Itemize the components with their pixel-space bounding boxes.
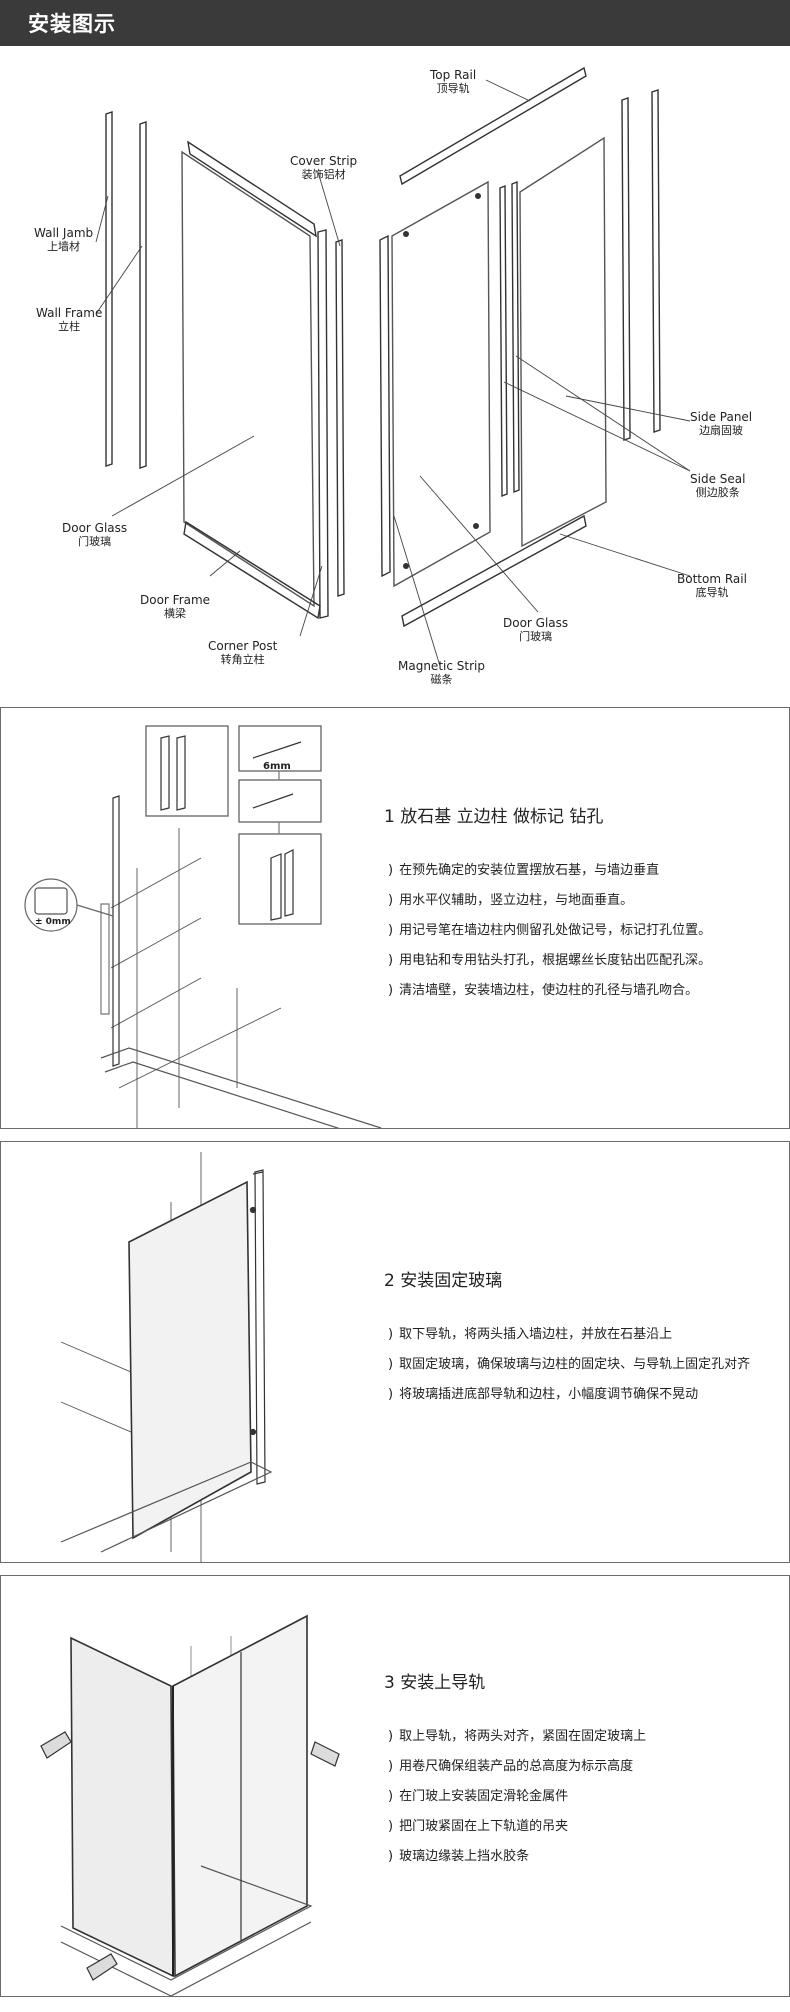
list-item: 用卷尺确保组装产品的总高度为标示高度 [388,1752,646,1782]
step-1-panel: 6mm ± 0mm 1 放石基 立边柱 做标记 钻孔 在预先确定的安装位置摆放石… [0,707,790,1129]
list-item: 把门玻紧固在上下轨道的吊夹 [388,1812,646,1842]
step-1-illustration [24,725,382,1128]
list-item: 将玻璃插进底部导轨和边柱，小幅度调节确保不晃动 [388,1380,750,1410]
step-3-title: 3 安装上导轨 [384,1673,486,1693]
list-item: 在预先确定的安装位置摆放石基，与墙边垂直 [388,856,711,886]
list-item: 清洁墙壁，安装墙边柱，使边柱的孔径与墙孔吻合。 [388,976,711,1006]
step-2-panel: 2 安装固定玻璃 取下导轨，将两头插入墙边柱，并放在石基沿上 取固定玻璃，确保玻… [0,1141,790,1563]
level-reading-callout: ± 0mm [35,917,71,927]
step-2-title: 2 安装固定玻璃 [384,1271,503,1291]
list-item: 用记号笔在墙边柱内侧留孔处做记号，标记打孔位置。 [388,916,711,946]
step-3-list: 取上导轨，将两头对齐，紧固在固定玻璃上 用卷尺确保组装产品的总高度为标示高度 在… [388,1722,646,1872]
exploded-diagram-drawing [95,66,691,667]
section-header: 安装图示 [0,0,790,46]
list-item: 取下导轨，将两头插入墙边柱，并放在石基沿上 [388,1320,750,1350]
step-3-illustration [40,1614,340,1996]
step-2-illustration [60,1152,273,1562]
step-2-list: 取下导轨，将两头插入墙边柱，并放在石基沿上 取固定玻璃，确保玻璃与边柱的固定块、… [388,1320,750,1410]
list-item: 玻璃边缘装上挡水胶条 [388,1842,646,1872]
list-item: 取固定玻璃，确保玻璃与边柱的固定块、与导轨上固定孔对齐 [388,1350,750,1380]
drill-size-callout: 6mm [263,761,291,772]
list-item: 用水平仪辅助，竖立边柱，与地面垂直。 [388,886,711,916]
list-item: 取上导轨，将两头对齐，紧固在固定玻璃上 [388,1722,646,1752]
list-item: 用电钻和专用钻头打孔，根据螺丝长度钻出匹配孔深。 [388,946,711,976]
step-1-list: 在预先确定的安装位置摆放石基，与墙边垂直 用水平仪辅助，竖立边柱，与地面垂直。 … [388,856,711,1006]
section-title: 安装图示 [28,12,116,36]
step-3-panel: 3 安装上导轨 取上导轨，将两头对齐，紧固在固定玻璃上 用卷尺确保组装产品的总高… [0,1575,790,1997]
step-1-title: 1 放石基 立边柱 做标记 钻孔 [384,807,604,827]
list-item: 在门玻上安装固定滑轮金属件 [388,1782,646,1812]
